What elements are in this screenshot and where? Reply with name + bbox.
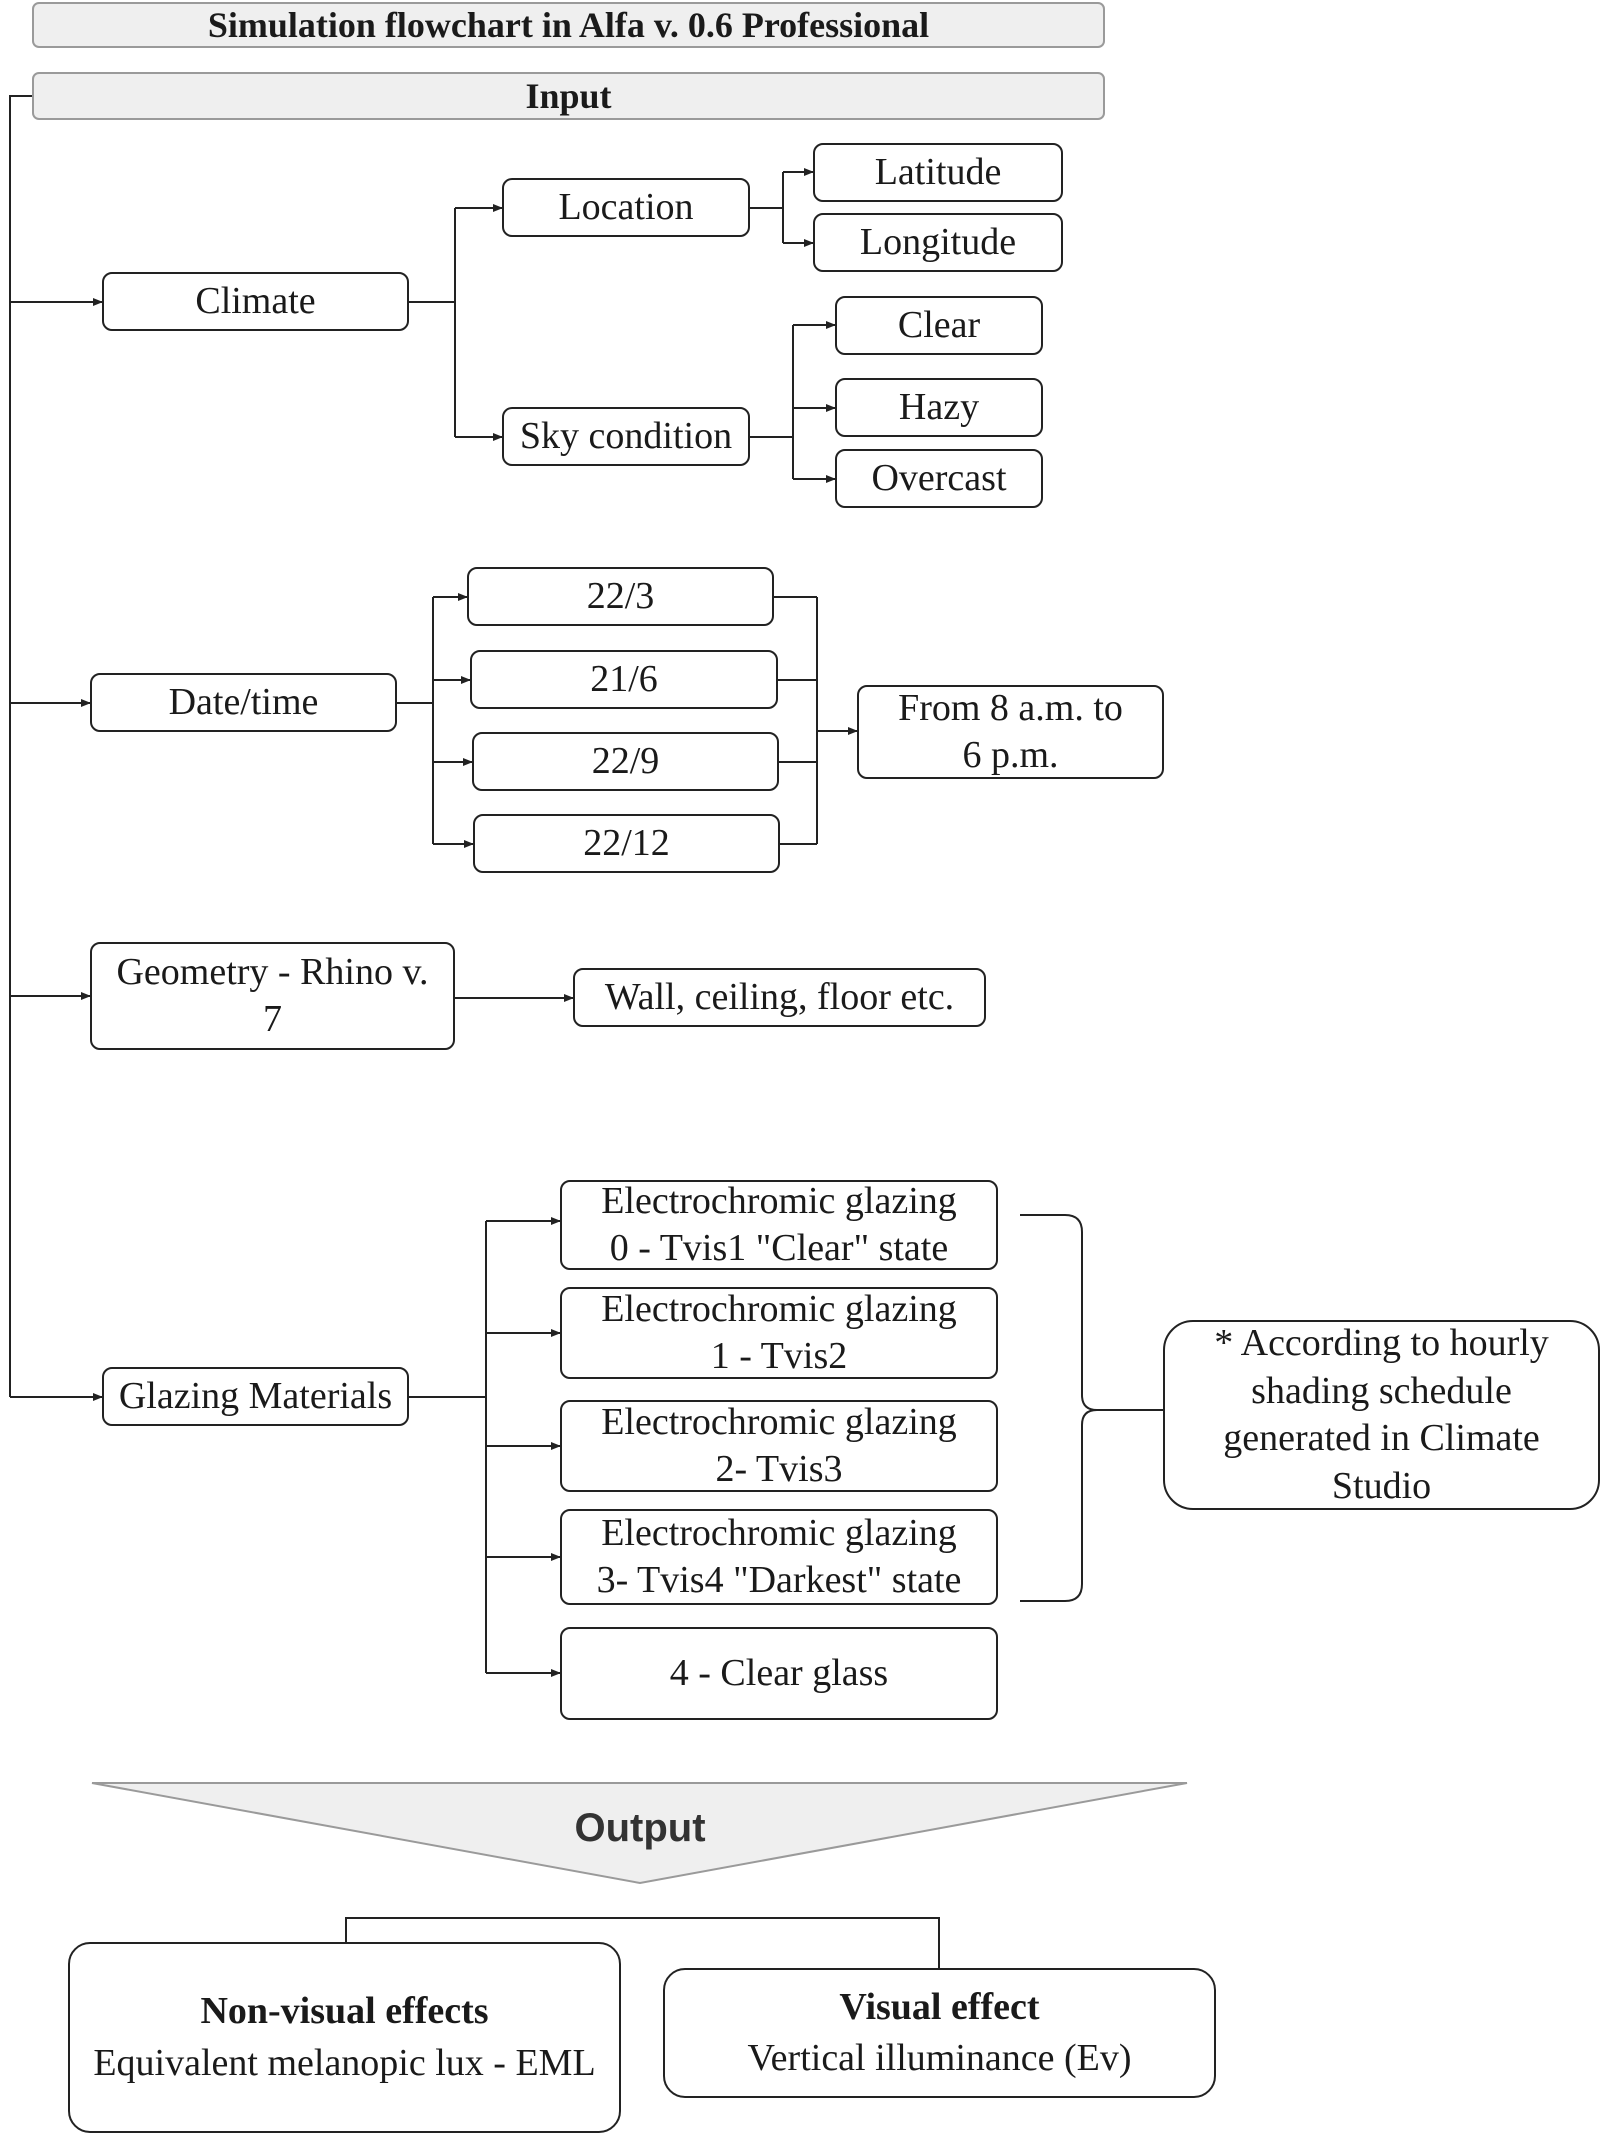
glazing-option: Electrochromic glazing 1 - Tvis2: [560, 1287, 998, 1379]
input-header: Input: [32, 72, 1105, 120]
date-node: 21/6: [470, 650, 778, 709]
visual-effect-box: Visual effect Vertical illuminance (Ev): [663, 1968, 1216, 2098]
glazing-option: Electrochromic glazing 0 - Tvis1 "Clear"…: [560, 1180, 998, 1270]
sky-condition-node: Sky condition: [502, 407, 750, 466]
building-elements-node: Wall, ceiling, floor etc.: [573, 968, 986, 1027]
location-node: Location: [502, 178, 750, 237]
visual-effect-title: Visual effect: [839, 1985, 1040, 2028]
longitude-node: Longitude: [813, 213, 1063, 272]
date-node: 22/3: [467, 567, 774, 626]
non-visual-effects-box: Non-visual effects Equivalent melanopic …: [68, 1942, 621, 2133]
main-spine: [9, 95, 32, 1397]
date-node: 22/12: [473, 814, 780, 873]
geometry-node: Geometry - Rhino v. 7: [90, 942, 455, 1050]
output-label: Output: [574, 1806, 706, 1850]
glazing-option: Electrochromic glazing 2- Tvis3: [560, 1400, 998, 1492]
non-visual-effects-title: Non-visual effects: [200, 1990, 489, 2033]
clear-sky-node: Clear: [835, 296, 1043, 355]
glazing-option: 4 - Clear glass: [560, 1627, 998, 1720]
glazing-materials-node: Glazing Materials: [102, 1367, 409, 1426]
shading-schedule-note: * According to hourly shading schedule g…: [1163, 1320, 1600, 1510]
output-connector: [345, 1917, 940, 1968]
diagram-title: Simulation flowchart in Alfa v. 0.6 Prof…: [32, 2, 1105, 48]
climate-node: Climate: [102, 272, 409, 331]
datetime-node: Date/time: [90, 673, 397, 732]
overcast-sky-node: Overcast: [835, 449, 1043, 508]
time-range-node: From 8 a.m. to 6 p.m.: [857, 685, 1164, 779]
date-node: 22/9: [472, 732, 779, 791]
non-visual-effects-metric: Equivalent melanopic lux - EML: [93, 2041, 596, 2084]
glazing-option: Electrochromic glazing 3- Tvis4 "Darkest…: [560, 1509, 998, 1605]
curly-brace: [1020, 1214, 1098, 1602]
visual-effect-metric: Vertical illuminance (Ev): [747, 2037, 1132, 2079]
latitude-node: Latitude: [813, 143, 1063, 202]
hazy-sky-node: Hazy: [835, 378, 1043, 437]
output-funnel: [91, 1782, 1188, 1885]
